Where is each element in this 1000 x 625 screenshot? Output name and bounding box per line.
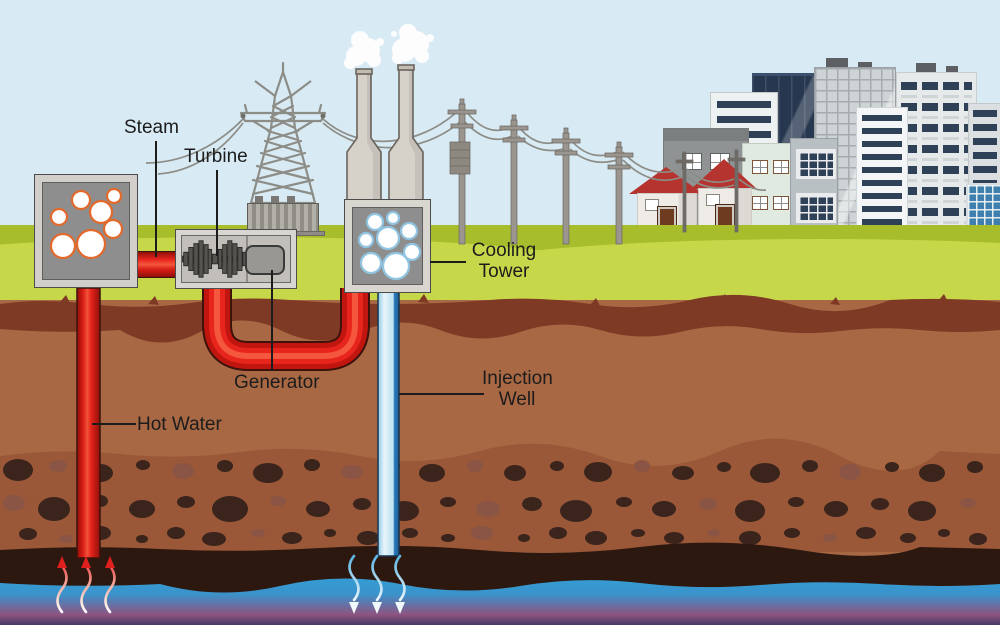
label-generator: Generator xyxy=(234,372,320,393)
building-tall-right xyxy=(896,72,977,237)
underground-cross-section xyxy=(0,288,1000,625)
house-roof xyxy=(629,167,703,194)
window xyxy=(773,160,789,174)
cold-water-arrows xyxy=(348,554,406,602)
building-top-band xyxy=(664,129,748,141)
cooling-steam-puffs-icon xyxy=(357,210,422,281)
building-roof-block xyxy=(946,66,958,73)
rock-layer xyxy=(0,438,1000,552)
cold-water-arrowheads xyxy=(349,602,405,614)
label-turbine: Turbine xyxy=(184,146,248,167)
turbine-icon xyxy=(181,240,249,278)
leader-injection-well xyxy=(399,393,484,395)
label-steam: Steam xyxy=(124,117,179,138)
building-roof-block xyxy=(916,63,936,73)
stones xyxy=(3,459,987,546)
chimney-shading xyxy=(367,70,423,205)
label-injection-well: Injection Well xyxy=(482,368,553,410)
window-large xyxy=(796,193,836,223)
building-windows xyxy=(901,82,972,234)
house xyxy=(691,159,757,238)
house-window xyxy=(645,199,659,211)
steam-separator-box xyxy=(34,174,138,288)
building-blue-windows xyxy=(790,138,838,237)
soil-dark-band xyxy=(0,294,1000,343)
deep-dark-layer xyxy=(0,542,1000,593)
cooling-tower-panel xyxy=(352,207,423,285)
turbine-generator-box xyxy=(175,229,297,289)
window-large xyxy=(796,149,836,179)
generator-icon xyxy=(245,245,285,275)
steam-puffs-icon xyxy=(49,187,124,260)
smoke-puffs xyxy=(344,24,434,69)
leader-steam xyxy=(155,141,157,257)
pylon-transformer xyxy=(247,203,319,232)
generator-cell xyxy=(245,236,290,282)
turbine-generator-panel xyxy=(181,235,291,283)
building-striped-front xyxy=(856,107,908,237)
leader-generator xyxy=(271,270,273,370)
hot-water-arrowheads xyxy=(57,556,115,568)
house-roof xyxy=(691,159,757,189)
leader-turbine xyxy=(216,170,218,256)
cooling-tower-chimneys xyxy=(344,24,434,206)
turbine-cell xyxy=(181,236,249,282)
cooling-tower-box xyxy=(344,199,431,293)
window xyxy=(752,160,768,174)
leader-cooling-tower xyxy=(430,261,466,263)
building-windows xyxy=(862,115,902,232)
u-pipe xyxy=(202,288,370,371)
window xyxy=(752,196,768,210)
house-window xyxy=(706,194,720,206)
leader-hot-water xyxy=(92,423,136,425)
chimneys xyxy=(346,64,424,206)
building-roof-block xyxy=(826,58,848,68)
building-roof-block xyxy=(858,62,872,68)
steam-panel xyxy=(42,182,130,280)
label-hot-water: Hot Water xyxy=(137,414,222,435)
window xyxy=(773,196,789,210)
stones-light xyxy=(3,460,976,543)
injection-well-pipe xyxy=(377,288,400,557)
hot-water-arrows xyxy=(56,564,116,614)
label-cooling-tower: Cooling Tower xyxy=(471,240,537,282)
